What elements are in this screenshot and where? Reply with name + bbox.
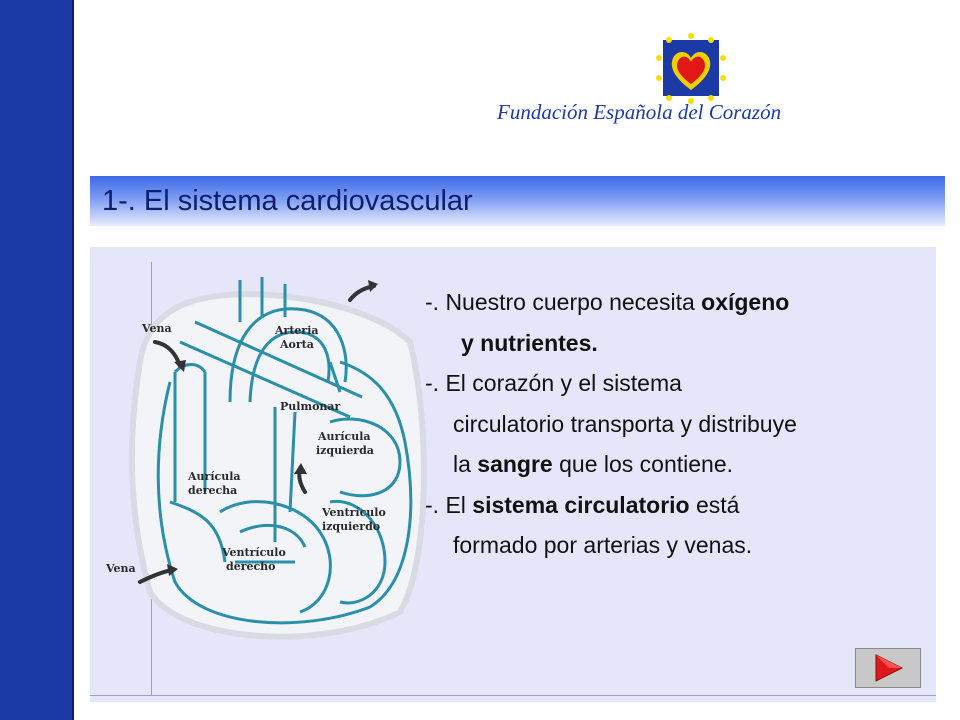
label-vena-top: Vena <box>141 322 172 335</box>
heart-sun-logo-icon <box>656 33 726 104</box>
label-ventriculo-der-1: Ventrículo <box>221 546 286 559</box>
text-line: -. El sistema circulatorio está <box>425 491 740 518</box>
slide-title: 1-. El sistema cardiovascular <box>102 185 473 217</box>
label-arteria: Arteria <box>274 324 319 337</box>
next-slide-button[interactable] <box>855 648 921 688</box>
text-line: y nutrientes. <box>461 329 598 356</box>
play-next-icon <box>875 654 904 682</box>
left-sidebar-bar <box>0 0 74 720</box>
label-ventriculo-izq-2: izquierdo <box>322 520 380 533</box>
text-line: la sangre que los contiene. <box>453 451 734 477</box>
label-pulmonar: Pulmonar <box>280 400 341 413</box>
text-line: circulatorio transporta y distribuye <box>453 410 797 437</box>
panel-horizontal-rule <box>90 695 936 696</box>
label-vena-bottom: Vena <box>105 562 136 575</box>
label-aorta: Aorta <box>279 338 314 351</box>
label-ventriculo-der-2: derecho <box>226 560 276 573</box>
label-auricula-izq-2: izquierda <box>316 444 374 457</box>
heart-diagram: Vena Arteria Aorta Pulmonar Aurícula izq… <box>105 277 427 640</box>
label-auricula-der-2: derecha <box>188 484 237 497</box>
label-auricula-der-1: Aurícula <box>187 470 241 483</box>
title-band: 1-. El sistema cardiovascular <box>90 176 945 226</box>
label-ventriculo-izq-1: Ventrículo <box>321 506 386 519</box>
text-line: formado por arterias y venas. <box>453 532 753 558</box>
text-line: -. El corazón y el sistema <box>425 370 682 396</box>
organization-name: Fundación Española del Corazón <box>497 100 782 124</box>
text-line: -. Nuestro cuerpo necesita oxígeno <box>425 289 790 315</box>
label-auricula-izq-1: Aurícula <box>317 430 371 443</box>
body-text: -. Nuestro cuerpo necesita oxígeno y nut… <box>425 282 945 566</box>
